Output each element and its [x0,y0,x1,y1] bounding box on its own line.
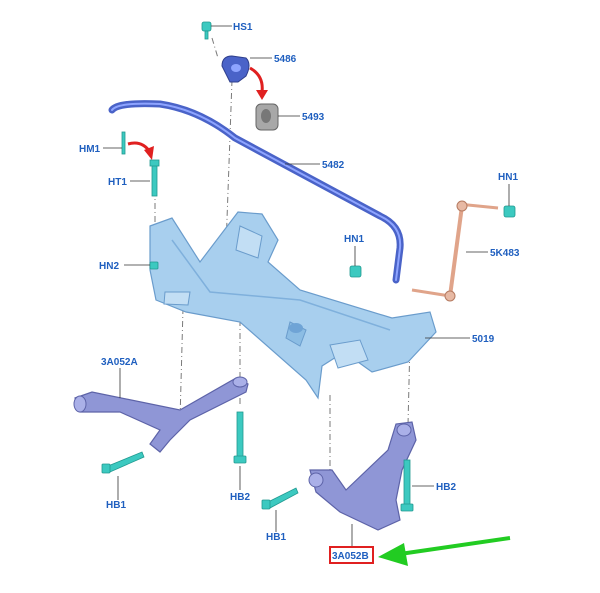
front-subframe [149,211,437,400]
label-5k483: 5K483 [490,248,520,259]
label-5482: 5482 [322,160,345,171]
left-control-arm [73,376,249,453]
label-ht1: HT1 [108,177,127,188]
red-arrow-head-upper [256,90,268,100]
label-hn1-top: HN1 [498,172,518,183]
label-3a052b: 3A052B [332,551,369,562]
label-hb1-right: HB1 [266,532,286,543]
bushing-clamp [221,55,250,83]
label-hs1: HS1 [233,22,253,33]
label-5486: 5486 [274,54,297,65]
green-arrow [378,536,511,566]
label-5493: 5493 [302,112,325,123]
label-hb2-left: HB2 [230,492,250,503]
label-hb1-left: HB1 [106,500,126,511]
label-3a052a: 3A052A [101,357,138,368]
stabilizer-link [411,200,499,302]
label-hm1: HM1 [79,144,101,155]
label-hn2: HN2 [99,261,119,272]
leader-lines [103,25,510,548]
red-arrow-head-lower [144,146,154,160]
part-labels: HS1 5486 5493 5482 HM1 HT1 HN1 HN1 HN2 5… [79,22,520,562]
label-5019: 5019 [472,334,495,345]
hardware-fasteners [101,21,516,512]
stabilizer-bushing [255,103,279,131]
highlight-box [329,546,374,564]
label-hn1-mid: HN1 [344,234,364,245]
right-control-arm [308,421,417,531]
label-hb2-right: HB2 [436,482,456,493]
